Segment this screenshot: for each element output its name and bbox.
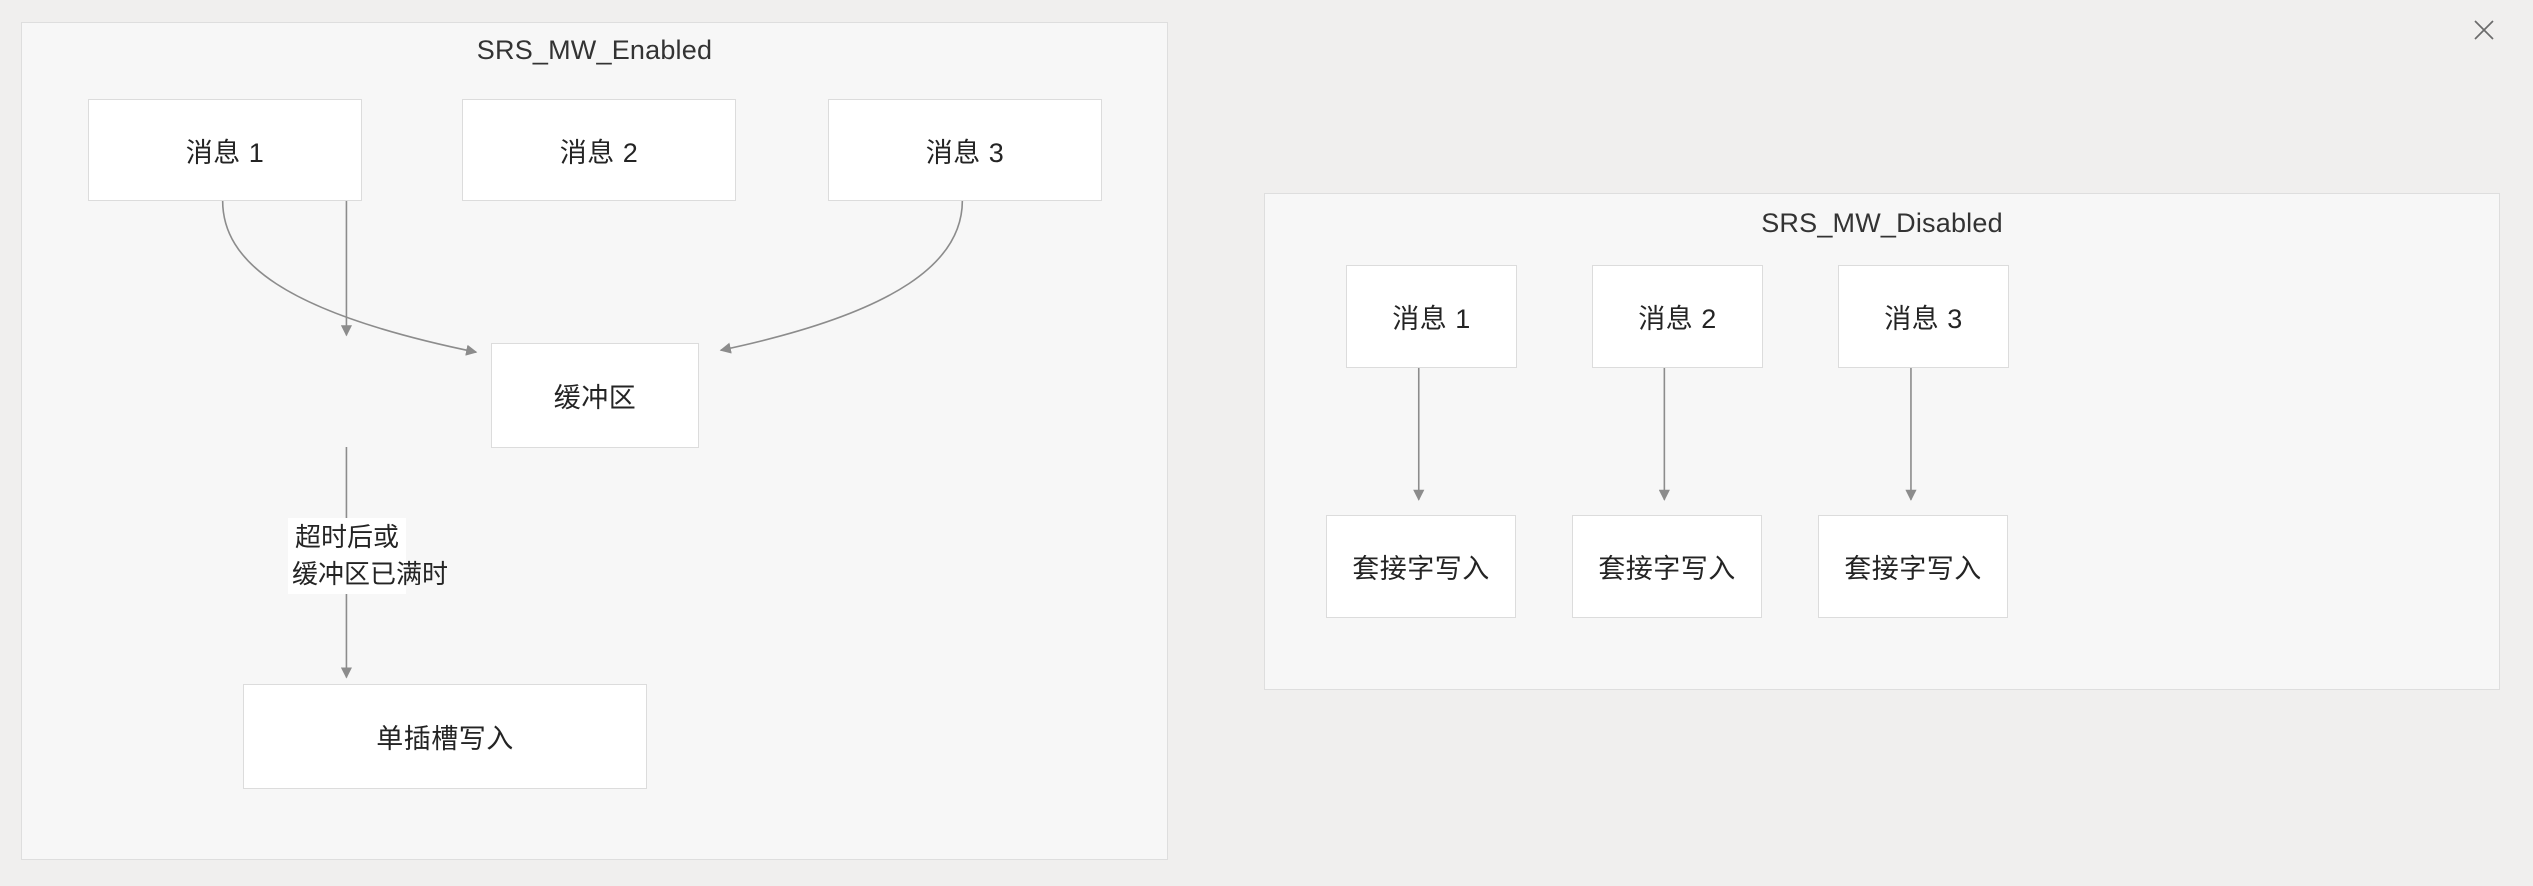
node-label: 消息 1 — [1392, 304, 1471, 334]
edge-label-flush-condition: 超时后或 缓冲区已满时 — [288, 518, 449, 594]
panel-title-disabled: SRS_MW_Disabled — [1761, 208, 2003, 238]
node-label: 消息 2 — [1638, 304, 1717, 334]
node-label: 消息 3 — [1884, 304, 1963, 334]
node-msg2-enabled[interactable]: 消息 2 — [462, 99, 736, 201]
node-socket-write-2[interactable]: 套接字写入 — [1572, 515, 1762, 618]
node-buffer[interactable]: 缓冲区 — [491, 343, 699, 448]
edge-msg1-to-buffer — [221, 200, 478, 356]
node-label: 缓冲区 — [553, 383, 637, 413]
node-label: 套接字写入 — [1844, 554, 1982, 584]
node-label: 消息 3 — [925, 137, 1005, 168]
node-msg3-enabled[interactable]: 消息 3 — [828, 99, 1102, 201]
edge-msg3-to-buffer — [719, 200, 964, 354]
node-label: 单插槽写入 — [376, 724, 514, 754]
panel-srs-mw-enabled: SRS_MW_Enabled 消息 1 消息 2 消息 3 — [21, 22, 1168, 860]
node-label: 消息 2 — [559, 137, 639, 168]
node-label: 套接字写入 — [1598, 554, 1736, 584]
node-single-slot-write[interactable]: 单插槽写入 — [243, 684, 647, 789]
node-msg2-disabled[interactable]: 消息 2 — [1592, 265, 1763, 368]
panel-srs-mw-disabled: SRS_MW_Disabled 消息 1 消息 2 消息 3 套接字写入 套接字… — [1264, 193, 2500, 690]
node-socket-write-3[interactable]: 套接字写入 — [1818, 515, 2008, 618]
node-msg1-enabled[interactable]: 消息 1 — [88, 99, 362, 201]
node-msg1-disabled[interactable]: 消息 1 — [1346, 265, 1517, 368]
close-icon — [2473, 19, 2495, 41]
node-label: 套接字写入 — [1352, 554, 1490, 584]
close-button[interactable] — [2468, 14, 2500, 46]
panel-title-enabled: SRS_MW_Enabled — [476, 35, 713, 65]
edge-label-line-1: 超时后或 — [294, 522, 399, 552]
node-msg3-disabled[interactable]: 消息 3 — [1838, 265, 2009, 368]
node-socket-write-1[interactable]: 套接字写入 — [1326, 515, 1516, 618]
edge-label-line-2: 缓冲区已满时 — [292, 558, 449, 589]
node-label: 消息 1 — [185, 137, 265, 168]
